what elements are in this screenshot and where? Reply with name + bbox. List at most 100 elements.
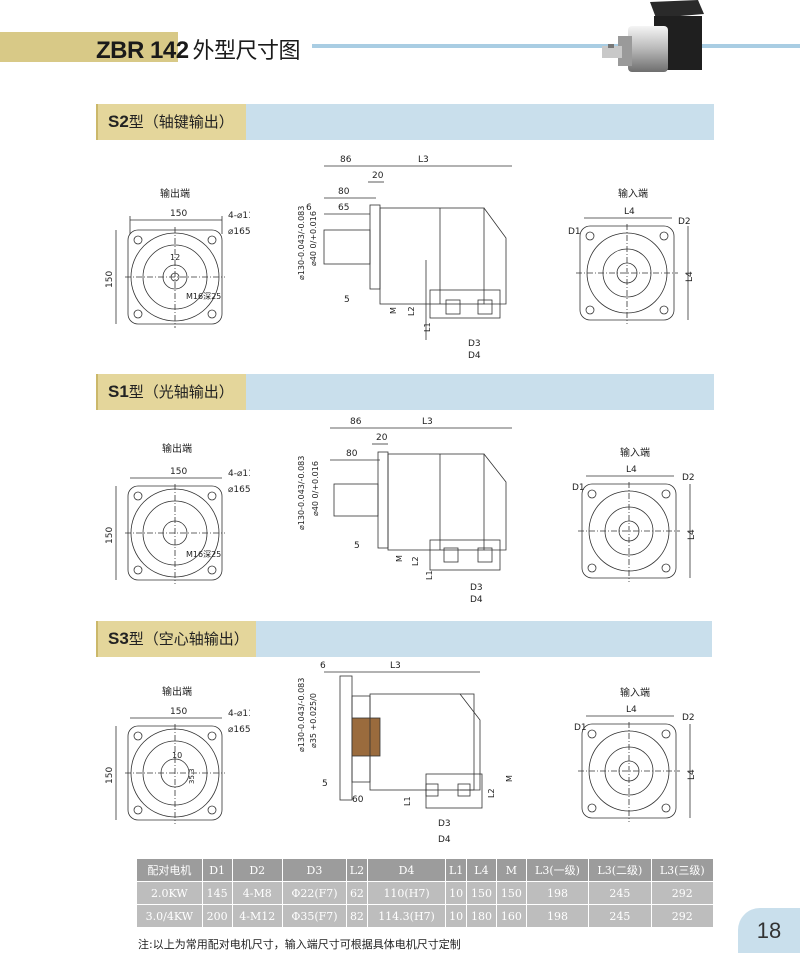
- svg-text:D1: D1: [572, 483, 585, 493]
- svg-text:⌀40 0/+0.016: ⌀40 0/+0.016: [311, 461, 320, 516]
- table-cell: Φ35(F7): [281, 904, 348, 928]
- s2-dim-150: 150: [170, 209, 187, 219]
- table-cell: 10: [445, 881, 468, 905]
- table-cell: 180: [466, 904, 497, 928]
- title-band: [0, 32, 178, 62]
- table-header-cell: M: [495, 858, 527, 882]
- table-cell: 292: [650, 904, 715, 928]
- table-row: 3.0/4KW 200 4-M12 Φ35(F7) 82 114.3(H7) 1…: [136, 904, 715, 928]
- section-s1-label: S1型（光轴输出）: [96, 374, 246, 410]
- s2-input-view: L4 D1 D2 L4: [568, 207, 695, 324]
- s2-dim-key: 12: [170, 253, 180, 262]
- model-name: ZBR 142: [96, 37, 189, 64]
- svg-text:6: 6: [306, 203, 312, 213]
- svg-text:D3: D3: [468, 339, 481, 349]
- svg-text:⌀165: ⌀165: [228, 485, 250, 495]
- svg-text:L4: L4: [685, 271, 695, 282]
- table-cell: 245: [588, 904, 652, 928]
- svg-text:4-⌀11: 4-⌀11: [228, 469, 250, 479]
- svg-text:150: 150: [170, 707, 187, 717]
- svg-text:D1: D1: [568, 227, 581, 237]
- svg-text:D4: D4: [470, 595, 483, 605]
- svg-text:4-⌀11: 4-⌀11: [228, 709, 250, 719]
- svg-text:⌀165: ⌀165: [228, 725, 250, 735]
- table-cell: 150: [495, 881, 527, 905]
- svg-text:L4: L4: [687, 529, 697, 540]
- svg-text:L4: L4: [626, 705, 637, 715]
- svg-text:L4: L4: [624, 207, 635, 217]
- svg-text:80: 80: [338, 187, 350, 197]
- s3-output-label: 输出端: [162, 687, 192, 698]
- table-header-cell: L3(三级): [650, 858, 715, 882]
- svg-text:65: 65: [338, 203, 349, 213]
- s3-input-label: 输入端: [620, 688, 650, 699]
- s2-dim-bolt: 4-⌀11: [228, 211, 250, 221]
- svg-text:M: M: [389, 307, 398, 314]
- table-cell: 62: [346, 881, 368, 905]
- svg-text:5: 5: [344, 295, 350, 305]
- svg-text:20: 20: [376, 433, 388, 443]
- svg-text:D3: D3: [438, 819, 451, 829]
- s1-output-label: 输出端: [162, 444, 192, 455]
- title-rule: [312, 44, 800, 48]
- table-header-row: 配对电机 D1 D2 D3 L2 D4 L1 L4 M L3(一级) L3(二级…: [136, 858, 715, 882]
- section-s2-label: S2型（轴键输出）: [96, 104, 246, 140]
- svg-text:⌀130-0.043/-0.083: ⌀130-0.043/-0.083: [297, 206, 306, 280]
- table-header-cell: D3: [281, 858, 348, 882]
- page-subtitle: 外型尺寸图: [192, 39, 301, 64]
- table-cell: 4-M8: [231, 881, 283, 905]
- svg-text:150: 150: [105, 527, 115, 544]
- s2-input-label: 输入端: [618, 189, 648, 200]
- svg-text:L2: L2: [411, 556, 420, 566]
- table-header-cell: D1: [201, 858, 233, 882]
- svg-text:⌀35 +0.025/0: ⌀35 +0.025/0: [309, 693, 318, 748]
- svg-text:D2: D2: [682, 473, 695, 483]
- svg-text:86: 86: [340, 155, 352, 165]
- page-number: 18: [738, 908, 800, 953]
- table-header-cell: L3(一级): [525, 858, 590, 882]
- table-cell: Φ22(F7): [281, 881, 348, 905]
- table-header-cell: L2: [346, 858, 368, 882]
- s2-dim-h150: 150: [105, 271, 115, 288]
- s3-input-view: L4 D1 D2 L4: [574, 705, 697, 822]
- s2-dim-pcd: ⌀165: [228, 227, 250, 237]
- svg-text:80: 80: [346, 449, 358, 459]
- s3-side-view: 6 L3 ⌀130-0.043/-0.083 ⌀35 +0.025/0 5 60…: [297, 661, 514, 845]
- table-cell: 2.0KW: [136, 881, 203, 905]
- svg-text:⌀130-0.043/-0.083: ⌀130-0.043/-0.083: [297, 456, 306, 530]
- svg-text:60: 60: [352, 795, 364, 805]
- table-cell: 198: [525, 904, 590, 928]
- svg-text:D3: D3: [470, 583, 483, 593]
- svg-text:150: 150: [105, 767, 115, 784]
- gearbox-product-image: [602, 0, 704, 72]
- svg-text:86: 86: [350, 417, 362, 427]
- svg-text:L2: L2: [407, 306, 416, 316]
- s2-output-label: 输出端: [160, 189, 190, 200]
- svg-text:⌀40 0/+0.016: ⌀40 0/+0.016: [309, 211, 318, 266]
- svg-text:L4: L4: [687, 769, 697, 780]
- svg-text:L1: L1: [423, 322, 432, 332]
- svg-text:10: 10: [172, 751, 182, 760]
- section-s3-label: S3型（空心轴输出）: [96, 621, 256, 657]
- table-cell: 3.0/4KW: [136, 904, 203, 928]
- svg-text:D2: D2: [682, 713, 695, 723]
- svg-text:6: 6: [320, 661, 326, 671]
- svg-text:L1: L1: [403, 796, 412, 806]
- svg-text:L3: L3: [418, 155, 429, 165]
- table-cell: 10: [445, 904, 468, 928]
- table-cell: 198: [525, 881, 590, 905]
- table-cell: 150: [466, 881, 497, 905]
- table-cell: 82: [346, 904, 368, 928]
- table-cell: 160: [495, 904, 527, 928]
- svg-text:L2: L2: [487, 788, 496, 798]
- s2-side-view: 86 L3 20 80 6 65 ⌀130-0.043/-0.083 ⌀40 0…: [297, 155, 512, 361]
- table-header-cell: L1: [445, 858, 468, 882]
- table-header-cell: 配对电机: [136, 858, 203, 882]
- table-cell: 110(H7): [366, 881, 447, 905]
- table-row: 2.0KW 145 4-M8 Φ22(F7) 62 110(H7) 10 150…: [136, 881, 715, 905]
- table-header-cell: L4: [466, 858, 497, 882]
- s2-dim-m16: M16深25: [186, 292, 221, 301]
- section-s2-bar: [246, 104, 714, 140]
- s3-output-view: 150 4-⌀11 ⌀165 150 10 35.3: [105, 707, 250, 824]
